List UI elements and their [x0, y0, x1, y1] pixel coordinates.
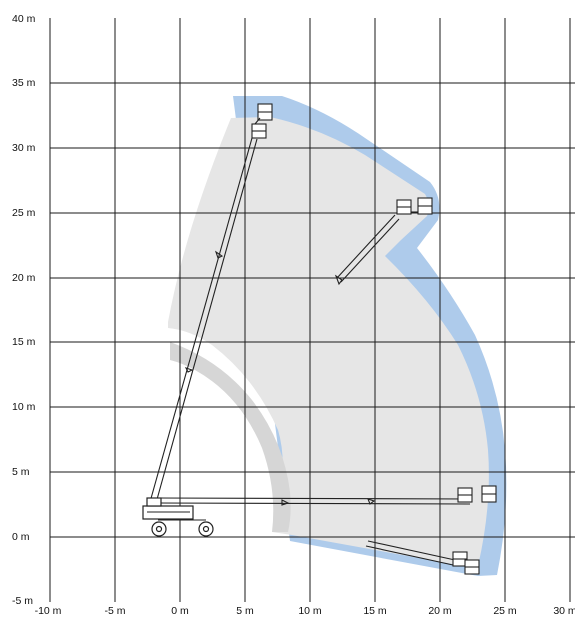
y-tick-label: -5 m [12, 595, 33, 607]
inner-exclusion-band [170, 342, 291, 532]
x-tick-label: -5 m [105, 605, 126, 617]
boom-below-ground [365, 540, 480, 575]
boom-arm [155, 502, 471, 505]
x-tick-label: 10 m [298, 605, 322, 617]
boom-max-outreach [155, 485, 497, 506]
x-tick-label: 0 m [171, 605, 189, 617]
x-tick-label: 30 m [553, 605, 575, 617]
x-tick-label: 25 m [493, 605, 517, 617]
y-tick-label: 10 m [12, 401, 36, 413]
boom-joint [334, 274, 343, 286]
boom-arm [155, 138, 258, 504]
boom-up-and-over [334, 197, 433, 286]
grid [49, 18, 575, 602]
boom-arm [336, 214, 396, 279]
boom-arm [340, 218, 400, 283]
x-tick-label: 15 m [363, 605, 387, 617]
y-tick-label: 40 m [12, 13, 36, 25]
boom-joint [367, 498, 376, 505]
y-tick-label: 5 m [12, 466, 30, 478]
x-tick-label: 5 m [236, 605, 254, 617]
basket-arm [254, 117, 261, 125]
y-tick-label: 35 m [12, 77, 36, 89]
boom-joint [281, 499, 290, 506]
x-axis-labels: -10 m -5 m 0 m 5 m 10 m 15 m 20 m 25 m 3… [35, 605, 575, 617]
boom-arm [365, 545, 454, 566]
x-tick-label: 20 m [428, 605, 452, 617]
wheel-hub [202, 525, 210, 533]
y-axis-labels: 40 m 35 m 30 m 25 m 20 m 15 m 10 m 5 m 0… [12, 13, 36, 607]
boom-joint [214, 250, 224, 259]
x-tick-label: -10 m [35, 605, 62, 617]
y-tick-label: 20 m [12, 272, 36, 284]
machine-base [142, 497, 214, 537]
y-tick-label: 0 m [12, 531, 30, 543]
boom-max-height [149, 103, 273, 504]
boom-arm [149, 137, 253, 503]
y-tick-label: 25 m [12, 207, 36, 219]
boom-arm [155, 497, 471, 500]
wheel-hub [155, 525, 163, 533]
boom-arm [367, 540, 456, 561]
y-tick-label: 30 m [12, 142, 36, 154]
turntable [146, 497, 162, 507]
boom-joint [184, 367, 194, 373]
y-tick-label: 15 m [12, 336, 36, 348]
